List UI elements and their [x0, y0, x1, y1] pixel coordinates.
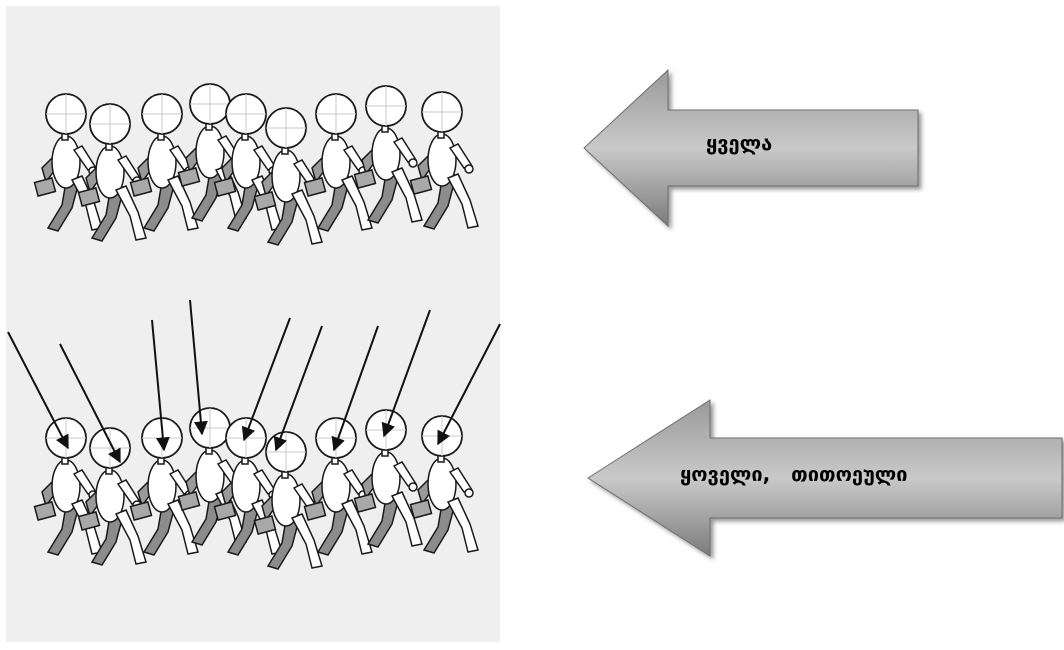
- left-block-arrow-top: [583, 68, 919, 228]
- pointer-arrow: [7, 331, 69, 450]
- arrow-label-collective: ყველა: [706, 131, 773, 155]
- pointer-arrow: [241, 317, 291, 442]
- pointer-arrow: [151, 319, 170, 452]
- pointer-arrow: [189, 299, 208, 436]
- pointer-arrow: [59, 343, 121, 464]
- arrow-label-individual: ყოველი, თითოეული: [680, 462, 908, 486]
- pointer-arrow: [437, 323, 501, 446]
- pointer-arrows: [7, 299, 501, 464]
- pointer-arrow: [331, 325, 379, 452]
- pointer-arrow: [381, 309, 431, 438]
- left-block-arrow-bottom: [587, 399, 1063, 557]
- pointer-arrow: [273, 325, 323, 452]
